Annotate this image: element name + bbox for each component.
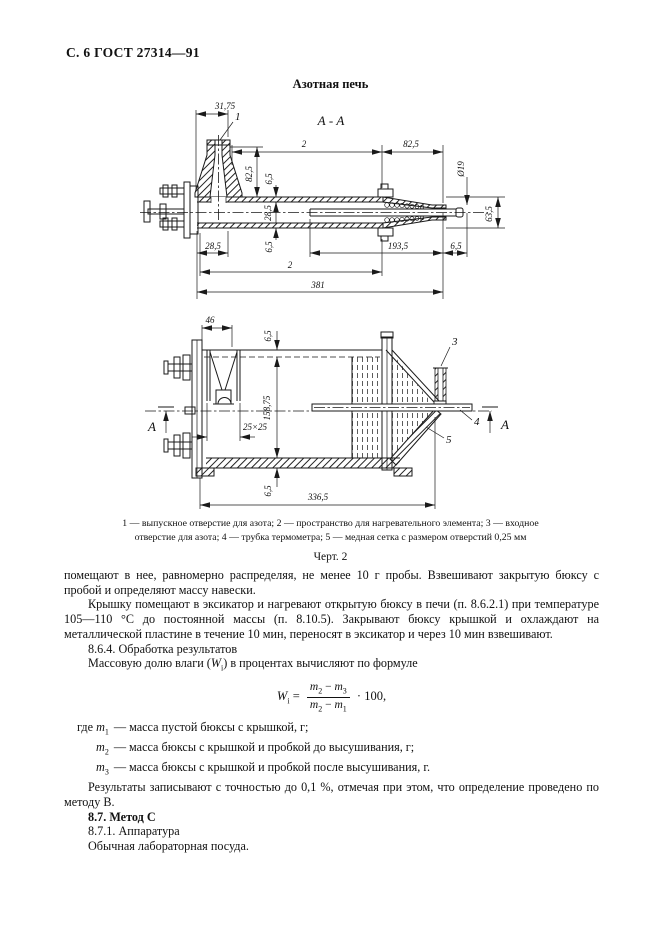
dim-label: 46 bbox=[206, 315, 216, 325]
svg-text:А: А bbox=[147, 419, 156, 434]
page-header: С. 6 ГОСТ 27314—91 bbox=[66, 45, 200, 60]
front-view: 3 4 5 А А bbox=[145, 315, 509, 509]
paragraph: Результаты записывают с точностью до 0,1… bbox=[64, 780, 599, 809]
formula-factor: 100, bbox=[364, 689, 387, 704]
section-heading-8-7-1: 8.7.1. Аппаратура bbox=[88, 824, 180, 839]
formula: Wi = m2 − m3 m2 − m1 · 100, bbox=[276, 681, 387, 714]
dim-label: 6,5 bbox=[263, 485, 273, 497]
body-text: помещают в нее, равномерно распределяя, … bbox=[64, 568, 599, 854]
paragraph: Массовую долю влаги (Wi) в процентах выч… bbox=[88, 656, 418, 673]
callout-1: 1 bbox=[235, 111, 241, 123]
dim-label: 381 bbox=[310, 280, 325, 290]
svg-text:А: А bbox=[500, 417, 509, 432]
section-label: А - А bbox=[317, 113, 345, 128]
dim-label: 6,5 bbox=[263, 330, 273, 342]
section-heading-8-7: 8.7. Метод С bbox=[88, 809, 156, 824]
caption-line-2: отверстие для азота; 4 — трубка термомет… bbox=[134, 531, 527, 543]
dim-label: 82,5 bbox=[403, 139, 419, 149]
dim-label: 28,5 bbox=[263, 205, 273, 221]
heater-coil bbox=[385, 203, 424, 223]
technical-drawing: 31,75 1 А - А 2 82,5 82,5 6,5 28,5 bbox=[130, 101, 509, 517]
dim-label: 25×25 bbox=[243, 422, 268, 432]
formula-fraction: m2 − m3 m2 − m1 bbox=[306, 681, 350, 713]
dim-label: 82,5 bbox=[244, 166, 254, 182]
where-item: где m1— масса пустой бюксы с крышкой, г; bbox=[77, 719, 309, 737]
dim-label: 6,5 bbox=[264, 241, 274, 253]
dim-label: 6,5 bbox=[264, 173, 274, 185]
dim-label: 31,75 bbox=[214, 101, 236, 111]
figure-caption: 1 — выпускное отверстие для азота; 2 — п… bbox=[70, 517, 591, 544]
section-heading-8-6-4: 8.6.4. Обработка результатов bbox=[88, 641, 238, 656]
figure-number: Черт. 2 bbox=[313, 551, 348, 563]
dim-label: 6,5 bbox=[450, 241, 462, 251]
dim-label: 63,5 bbox=[484, 206, 494, 222]
formula-lhs: W bbox=[276, 689, 288, 704]
paragraph: Обычная лабораторная посуда. bbox=[88, 838, 249, 853]
callout-4: 4 bbox=[474, 416, 480, 428]
dim-label: 336,5 bbox=[307, 492, 329, 502]
dim-label: Ø19 bbox=[456, 161, 466, 178]
where-item: m2— масса бюксы с крышкой и пробкой до в… bbox=[96, 739, 415, 757]
dim-label: 158,75 bbox=[262, 395, 272, 420]
figure-title: Азотная печь bbox=[292, 77, 369, 91]
paragraph: Крышку помещают в эксикатор и нагревают … bbox=[64, 597, 599, 641]
paragraph: помещают в нее, равномерно распределяя, … bbox=[64, 568, 599, 597]
callout-5: 5 bbox=[446, 434, 452, 446]
callout-3: 3 bbox=[451, 336, 458, 348]
caption-line-1: 1 — выпускное отверстие для азота; 2 — п… bbox=[122, 518, 539, 529]
where-item: m3— масса бюксы с крышкой и пробкой посл… bbox=[96, 760, 431, 777]
dim-label: 28,5 bbox=[205, 241, 221, 251]
section-arrow-left: А bbox=[147, 407, 174, 434]
dim-label: 2 bbox=[288, 260, 293, 270]
dim-label: 2 bbox=[302, 139, 307, 149]
section-view-a-a: 31,75 1 А - А 2 82,5 82,5 6,5 28,5 bbox=[140, 101, 505, 299]
dim-label: 193,5 bbox=[388, 241, 409, 251]
section-arrow-right: А bbox=[482, 407, 509, 433]
